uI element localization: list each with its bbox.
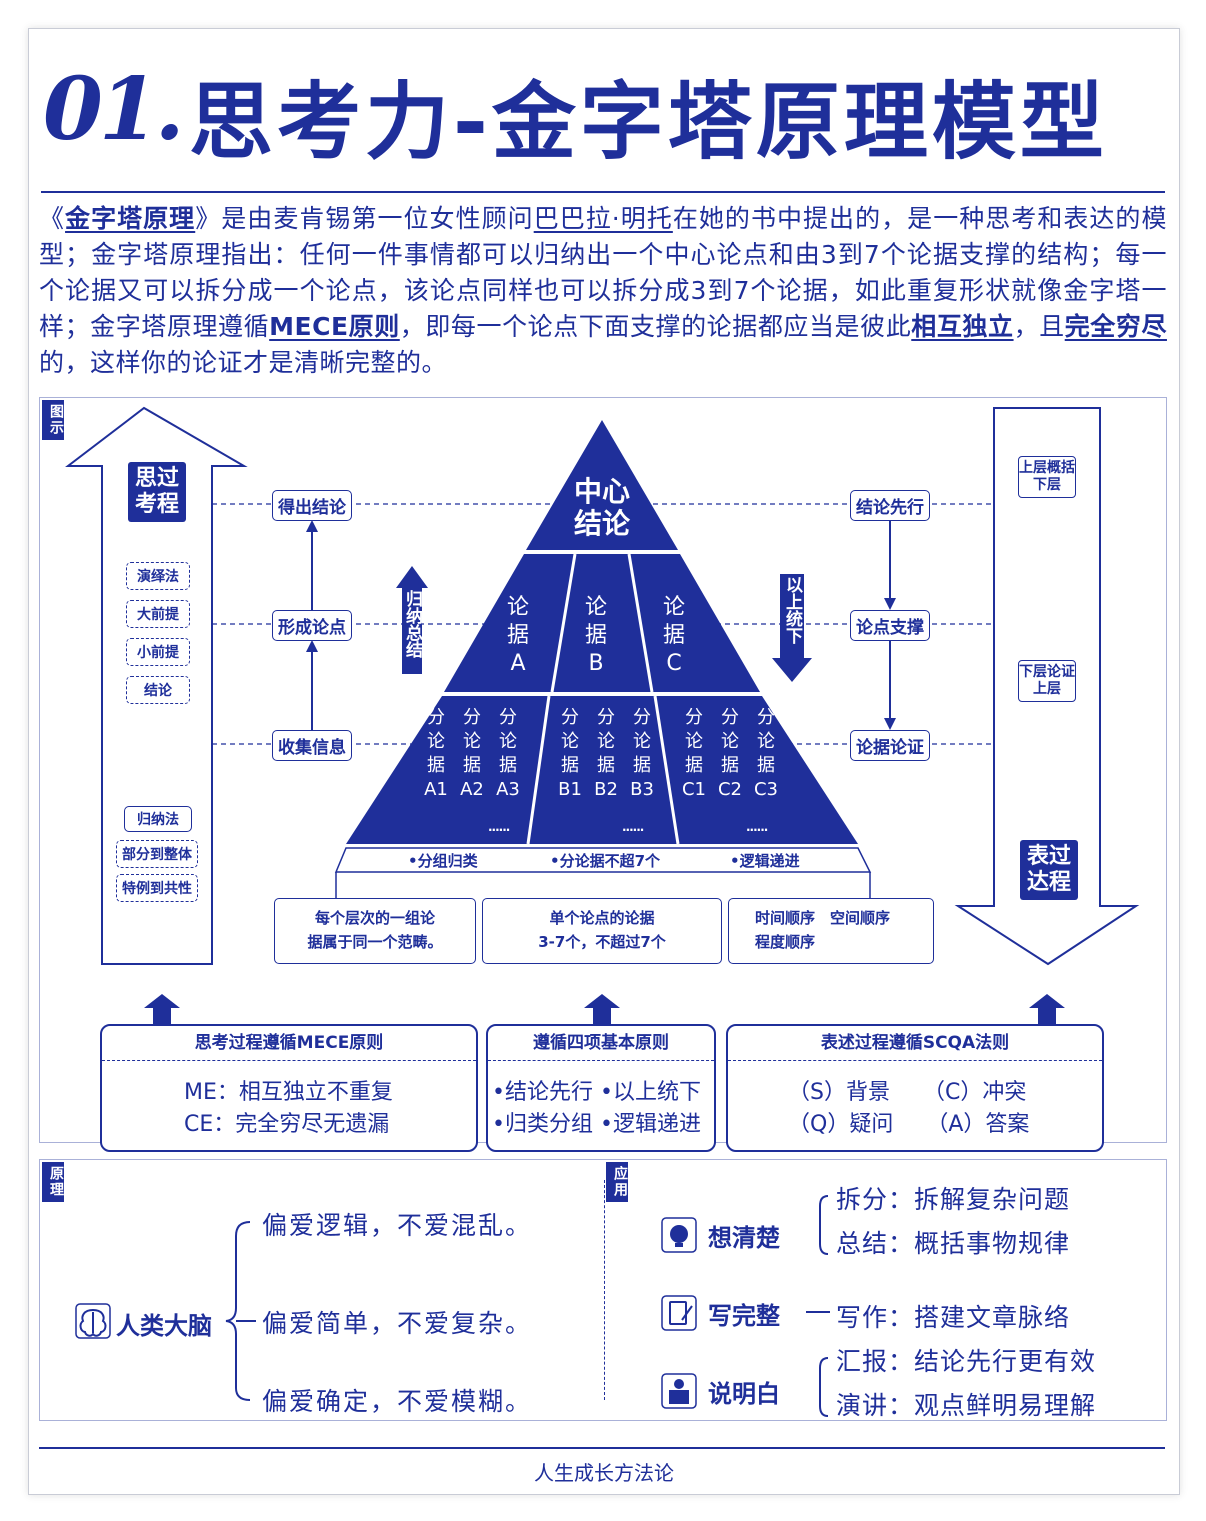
pyramid-mid-item: 论据B: [584, 595, 607, 676]
principle-line: •结论先行 •以上统下: [492, 1080, 701, 1105]
bulb-icon: [670, 1225, 688, 1243]
brain-preference: 偏爱确定，不爱模糊。: [262, 1387, 533, 1416]
induction-item: 部分到整体: [116, 840, 198, 868]
scqa-line: （Q）疑问 （A）答案: [788, 1112, 1030, 1137]
step-evidence: 论据论证: [850, 730, 930, 761]
app-item: 演讲：观点鲜明易理解: [836, 1391, 1097, 1420]
principle-line: •归类分组 •逻辑递进: [492, 1112, 701, 1137]
induction-item: 特例到共性: [116, 874, 198, 902]
footer-text: 人生成长方法论: [534, 1461, 674, 1485]
deduction-item: 结论: [126, 676, 190, 704]
induction-up-arrow: [396, 566, 428, 674]
pyramid-sub-item: 分论据C1: [681, 707, 707, 800]
intro-highlight: 完全穷尽: [1064, 312, 1167, 341]
title-divider: [41, 191, 1165, 193]
infographic-page: 01. 思考力-金字塔原理模型 《金字塔原理》是由麦肯锡第一位女性顾问巴巴拉·明…: [28, 28, 1180, 1495]
app-label-write: 写完整: [708, 1302, 780, 1330]
pyramid-sub-item: 分论据A3: [496, 707, 520, 800]
mid-box-category: 每个层次的一组论 据属于同一个范畴。: [274, 898, 476, 964]
intro-highlight: 金字塔原理: [65, 204, 196, 233]
app-item: 总结：概括事物规律: [836, 1229, 1071, 1258]
step-point-support: 论点支撑: [850, 610, 930, 641]
app-item: 拆分：拆解复杂问题: [836, 1185, 1071, 1214]
mid-box-order: 时间顺序 空间顺序 程度顺序: [728, 898, 934, 964]
pyramid-mid-tier: [444, 554, 760, 692]
pyramid-sub-item: 分论据B2: [594, 707, 618, 800]
deduction-item: 小前提: [126, 638, 190, 666]
write-icon: [669, 1301, 693, 1325]
mid-box-count: 单个论点的论据 3-7个，不超过7个: [482, 898, 722, 964]
intro-highlight: 相互独立: [911, 312, 1014, 341]
scqa-box: 表述过程遵循SCQA法则 （S）背景 （C）冲突 （Q）疑问 （A）答案: [726, 1024, 1104, 1152]
induction-item: 归纳法: [124, 806, 192, 832]
principle-graphics: [75, 1195, 830, 1417]
pyramid-sub-item: 分论据C3: [753, 707, 779, 800]
mece-line: CE：完全穷尽无遗漏: [184, 1112, 390, 1137]
step-form-point: 形成论点: [272, 610, 352, 641]
express-process-badge: 表过达程: [1020, 840, 1078, 900]
pyramid-ellipsis: ......: [746, 820, 768, 834]
base-note: •分组归类: [408, 852, 478, 870]
scqa-line: （S）背景 （C）冲突: [788, 1080, 1027, 1105]
application-tag: 应用: [606, 1162, 628, 1202]
intro-highlight: MECE原则: [269, 312, 400, 341]
pyramid-base-tier: [346, 696, 858, 844]
app-item: 汇报：结论先行更有效: [836, 1347, 1097, 1376]
lower-support-box: 下层论证上层: [1018, 660, 1076, 702]
brain-icon: [79, 1308, 107, 1337]
pyramid-ellipsis: ......: [488, 820, 510, 834]
principle-application-panel: 原理 应用: [39, 1159, 1167, 1421]
principle-tag: 原理: [42, 1162, 64, 1202]
pyramid-mid-item: 论据C: [662, 595, 685, 676]
pyramid-top-label: 中心结论: [573, 475, 630, 540]
upper-summarize-box: 上层概括下层: [1018, 456, 1076, 498]
deduce-down-arrow: [772, 574, 812, 682]
pyramid-mid-item: 论据A: [506, 595, 529, 676]
panel-divider: [604, 1180, 605, 1400]
page-title: 思考力-金字塔原理模型: [189, 73, 1108, 171]
base-note: •逻辑递进: [730, 852, 800, 870]
deduce-label: 以上统下: [782, 576, 802, 644]
mece-line: ME：相互独立不重复: [184, 1080, 393, 1105]
title-number: 01.: [43, 59, 185, 160]
intro-paragraph: 《金字塔原理》是由麦肯锡第一位女性顾问巴巴拉·明托在她的书中提出的，是一种思考和…: [39, 204, 1167, 377]
step-conclusion: 得出结论: [272, 490, 352, 521]
brain-preference: 偏爱逻辑，不爱混乱。: [262, 1211, 533, 1240]
brain-label: 人类大脑: [116, 1312, 212, 1340]
app-label-think: 想清楚: [708, 1224, 780, 1252]
intro-highlight: 巴巴拉·明托: [533, 204, 673, 233]
app-label-speak: 说明白: [708, 1380, 780, 1408]
pyramid-sub-item: 分论据A1: [424, 707, 448, 800]
induction-label: 归纳总结: [402, 590, 422, 658]
scqa-box-title: 表述过程遵循SCQA法则: [728, 1026, 1102, 1061]
deduction-item: 大前提: [126, 600, 190, 628]
pyramid-sub-item: 分论据B1: [558, 707, 582, 800]
base-note: •分论据不超7个: [550, 852, 661, 870]
four-principles-box: 遵循四项基本原则 •结论先行 •以上统下 •归类分组 •逻辑递进: [486, 1024, 716, 1152]
speaker-icon: [669, 1379, 689, 1404]
app-item: 写作：搭建文章脉络: [836, 1303, 1071, 1332]
step-conclusion-first: 结论先行: [850, 490, 930, 521]
diagram-panel: 图示: [39, 397, 1167, 1152]
deduction-item: 演绎法: [126, 562, 190, 590]
mece-box: 思考过程遵循MECE原则 ME：相互独立不重复 CE：完全穷尽无遗漏: [100, 1024, 478, 1152]
mece-box-title: 思考过程遵循MECE原则: [102, 1026, 476, 1061]
pyramid-apex: [526, 420, 678, 550]
step-collect-info: 收集信息: [272, 730, 352, 761]
brain-preference: 偏爱简单，不爱复杂。: [262, 1309, 533, 1338]
pyramid-sub-item: 分论据B3: [630, 707, 654, 800]
think-process-badge: 思过考程: [128, 462, 186, 522]
diagram-tag: 图示: [42, 400, 64, 440]
footer-divider: [39, 1447, 1165, 1449]
pyramid-ellipsis: ......: [622, 820, 644, 834]
pyramid-sub-item: 分论据C2: [717, 707, 743, 800]
pyramid-sub-item: 分论据A2: [460, 707, 484, 800]
four-principles-title: 遵循四项基本原则: [488, 1026, 714, 1061]
